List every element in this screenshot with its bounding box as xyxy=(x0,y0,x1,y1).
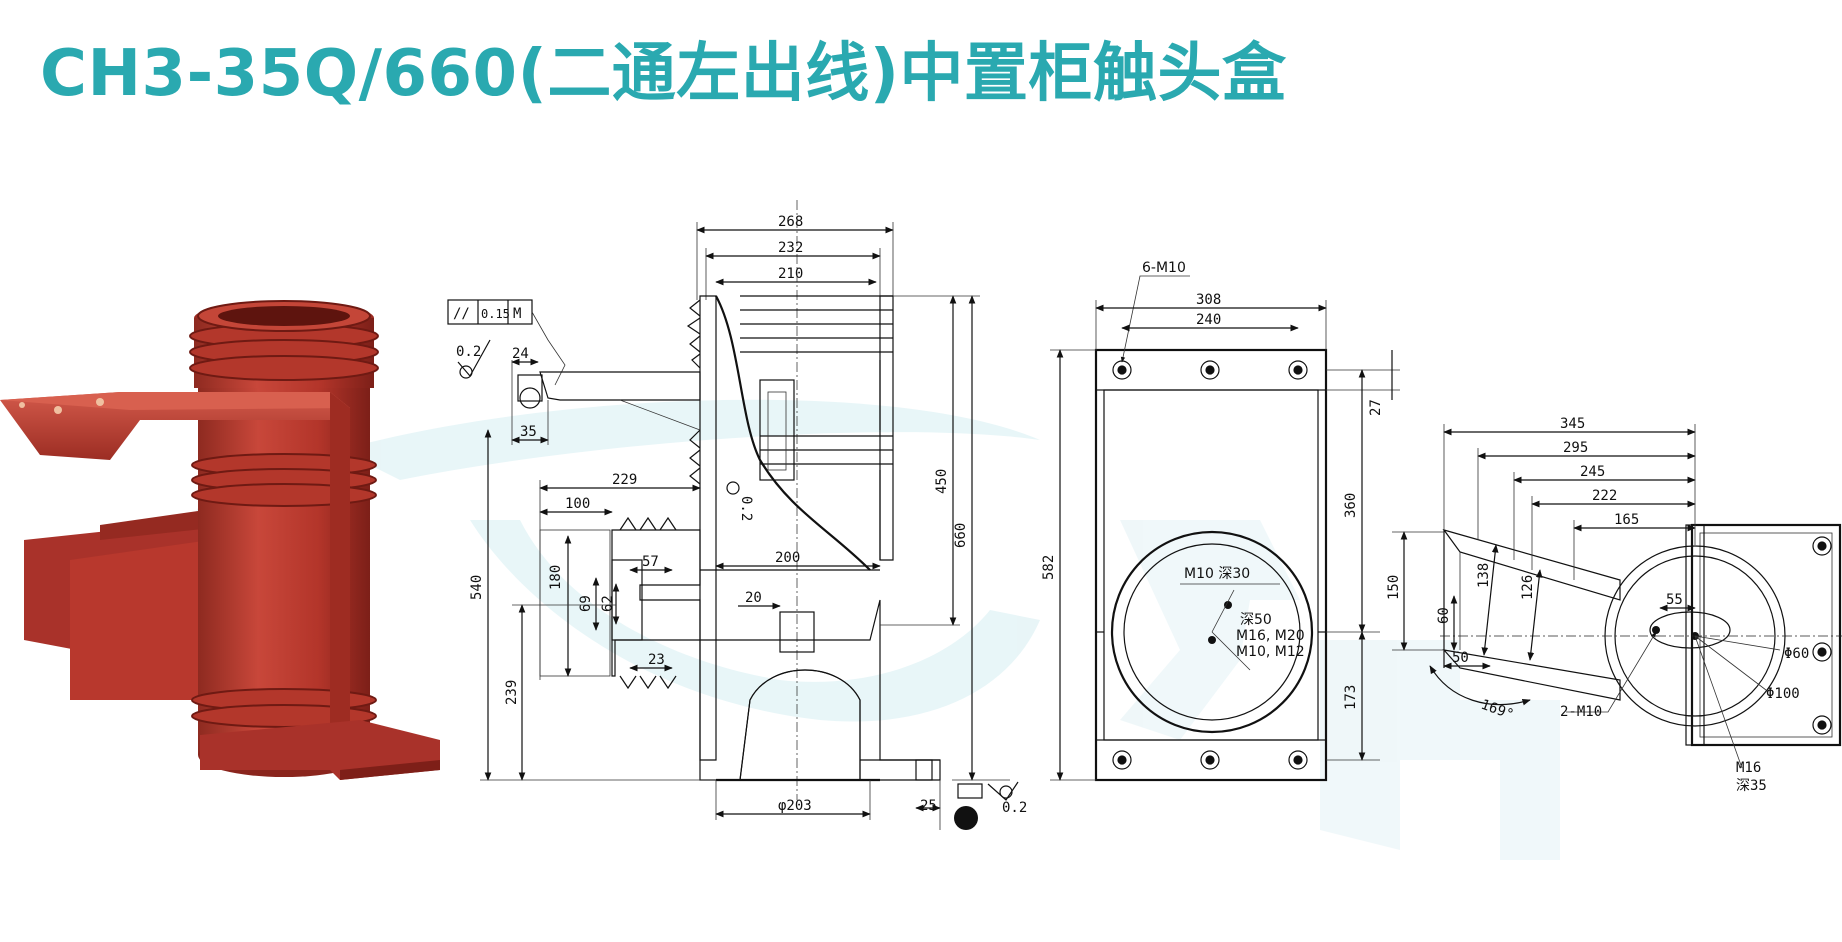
roughness-mid: 0.2 xyxy=(738,496,754,521)
front-section-view: // 0.15 M 0.2 268 232 210 xyxy=(447,200,1027,830)
dim-229: 229 xyxy=(612,472,637,488)
label-depth35: 深35 xyxy=(1736,778,1767,794)
dim-20: 20 xyxy=(745,590,762,606)
dim-27: 27 xyxy=(1368,399,1384,416)
dia-60: Φ60 xyxy=(1784,646,1809,662)
dim-24: 24 xyxy=(512,346,529,362)
dim-165: 165 xyxy=(1614,512,1639,528)
note-depth50: 深50 xyxy=(1240,612,1272,628)
dia-100: Φ100 xyxy=(1766,686,1800,702)
tolerance-modifier: M xyxy=(513,306,521,322)
dim-173: 173 xyxy=(1343,685,1359,710)
note-m16-m20: M16, M20 xyxy=(1236,628,1305,644)
dim-239: 239 xyxy=(504,680,520,705)
tolerance-value: 0.15 xyxy=(481,307,510,321)
dim-57: 57 xyxy=(642,554,659,570)
dim-222: 222 xyxy=(1592,488,1617,504)
label-6-m10: 6-M10 xyxy=(1142,260,1186,276)
note-m10-m12: M10, M12 xyxy=(1236,644,1305,660)
dim-660: 660 xyxy=(953,523,969,548)
dim-540: 540 xyxy=(469,575,485,600)
dim-60: 60 xyxy=(1436,607,1452,624)
dim-180: 180 xyxy=(548,565,564,590)
note-m10-depth30: M10 深30 xyxy=(1184,566,1250,582)
dim-360: 360 xyxy=(1343,493,1359,518)
dim-582: 582 xyxy=(1041,555,1057,580)
top-view: 345 295 245 222 165 150 138 126 60 55 50… xyxy=(1386,416,1842,794)
dim-245: 245 xyxy=(1580,464,1605,480)
dim-69: 69 xyxy=(578,595,594,612)
dim-62: 62 xyxy=(600,595,616,612)
roughness-right: 0.2 xyxy=(1002,800,1027,816)
label-2-m10: 2-M10 xyxy=(1560,704,1602,720)
dim-268: 268 xyxy=(778,214,803,230)
dim-126: 126 xyxy=(1520,575,1536,600)
dim-210: 210 xyxy=(778,266,803,282)
label-m16: M16 xyxy=(1736,760,1761,776)
page-title: CH3-35Q/660(二通左出线)中置柜触头盒 xyxy=(40,37,1287,111)
dim-100: 100 xyxy=(565,496,590,512)
dim-232: 232 xyxy=(778,240,803,256)
dim-200: 200 xyxy=(775,550,800,566)
dim-345: 345 xyxy=(1560,416,1585,432)
roughness-left: 0.2 xyxy=(456,344,481,360)
dim-35: 35 xyxy=(520,424,537,440)
dim-295: 295 xyxy=(1563,440,1588,456)
dim-138: 138 xyxy=(1476,563,1492,588)
dim-23: 23 xyxy=(648,652,665,668)
tolerance-symbol: // xyxy=(453,306,470,322)
dim-240: 240 xyxy=(1196,312,1221,328)
dim-450: 450 xyxy=(934,469,950,494)
product-render xyxy=(0,300,440,780)
side-view: M10 深30 深50 M16, M20 M10, M12 6-M10 308 … xyxy=(1041,260,1400,782)
dim-phi203: φ203 xyxy=(778,798,812,814)
dim-308: 308 xyxy=(1196,292,1221,308)
dim-50: 50 xyxy=(1452,650,1469,666)
dim-150: 150 xyxy=(1386,575,1402,600)
dim-25: 25 xyxy=(920,798,937,814)
dim-55: 55 xyxy=(1666,592,1683,608)
